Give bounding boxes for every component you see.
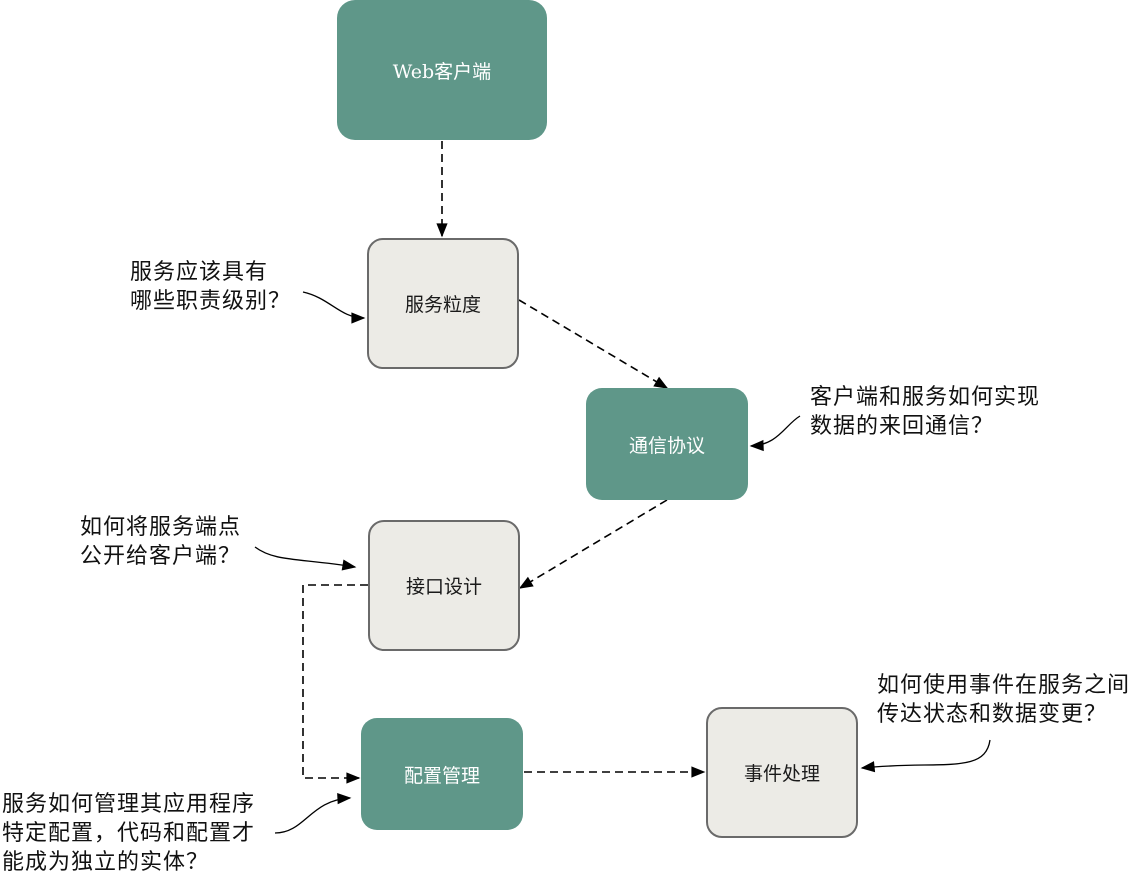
node-interface-design: 接口设计 [368,520,520,651]
node-label: 事件处理 [743,763,820,785]
node-event-processing: 事件处理 [706,707,858,838]
annotation-pointer-communication-protocol [749,415,801,452]
annotation-event-processing: 如何使用事件在服务之间 传达状态和数据变更？ [877,673,1131,727]
annotation-pointer-interface-design [254,546,357,571]
node-label: 服务粒度 [404,294,481,316]
node-configuration-management: 配置管理 [361,718,523,830]
annotation-pointer-configuration-management [274,793,352,834]
edge-service-granularity-to-communication-protocol [518,299,669,389]
annotation-pointer-event-processing [860,739,991,773]
edge-communication-protocol-to-interface-design [518,499,668,589]
node-label: 通信协议 [628,434,705,457]
annotation-interface-design: 如何将服务端点 公开给客户端？ [80,515,242,569]
node-label: 配置管理 [403,764,480,787]
annotation-service-granularity: 服务应该具有 哪些职责级别？ [130,260,292,314]
edge-interface-design-to-configuration-management [302,584,368,784]
node-label: 接口设计 [405,576,482,598]
node-web-client: Web客户端 [337,0,547,140]
annotation-communication-protocol: 客户端和服务如何实现 数据的来回通信？ [810,385,1041,439]
node-label: Web客户端 [392,60,492,83]
annotation-configuration-management: 服务如何管理其应用程序 特定配置，代码和配置才 能成为独立的实体？ [2,792,256,875]
annotation-pointer-service-granularity [302,291,366,324]
node-communication-protocol: 通信协议 [586,388,748,500]
node-service-granularity: 服务粒度 [367,238,519,369]
